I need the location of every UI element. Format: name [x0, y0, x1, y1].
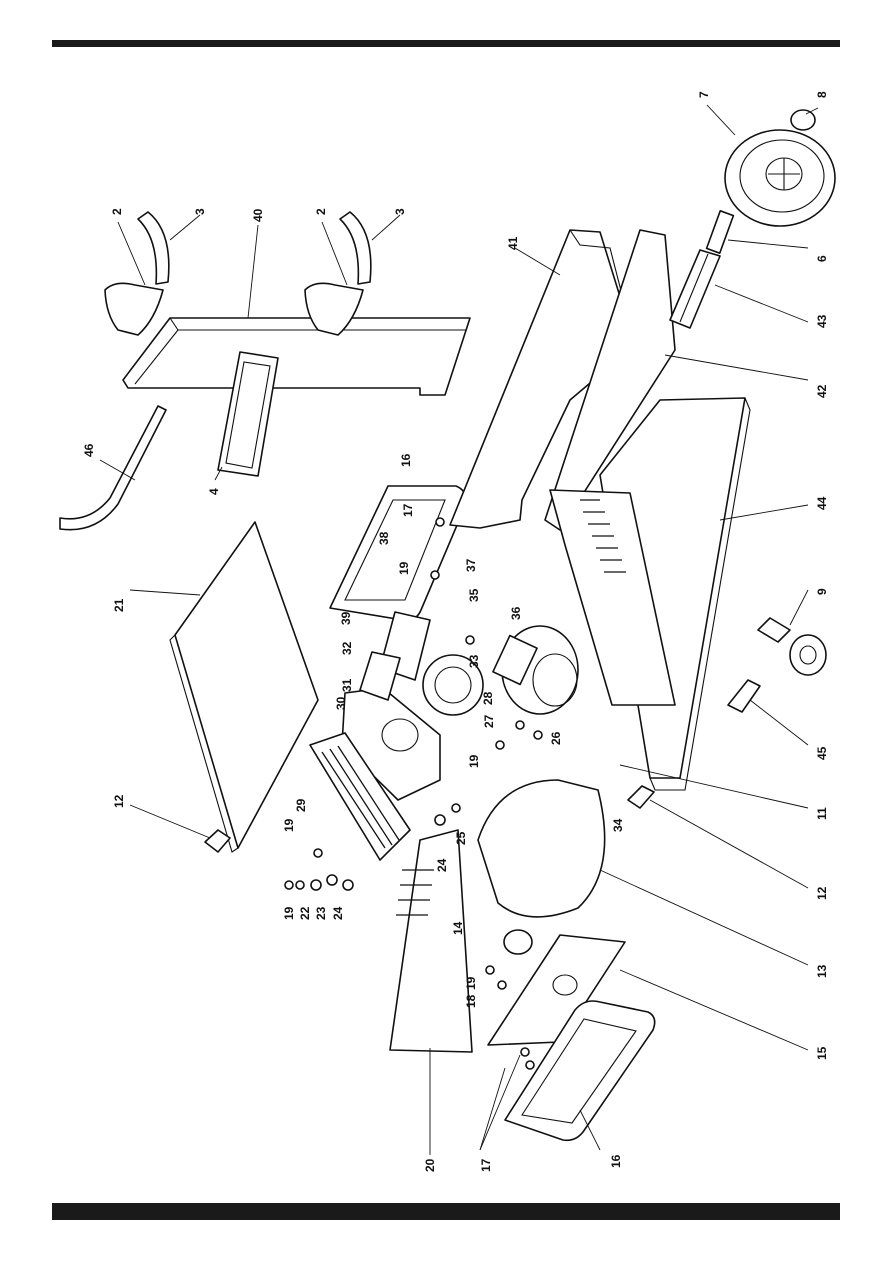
callout-label: 24 [331, 906, 345, 920]
callout-label: 33 [467, 654, 481, 668]
callout-label: 3 [393, 208, 407, 215]
callout-label: 38 [377, 531, 391, 545]
wheel-part [724, 129, 836, 227]
motor-part [492, 625, 579, 715]
callout-label: 25 [454, 831, 468, 845]
front-housing-part [389, 829, 473, 1053]
control-board-part [359, 611, 431, 701]
hose-part [137, 211, 372, 285]
side-panel-part [329, 485, 468, 622]
filter-frame-part [217, 351, 279, 477]
callout-label: 24 [435, 858, 449, 872]
axle-bar-part [669, 249, 721, 329]
handle-rail-part [122, 317, 471, 396]
callout-label: 13 [815, 964, 829, 978]
callout-label: 31 [340, 678, 354, 692]
callout-label: 30 [334, 696, 348, 710]
callout-label: 36 [509, 606, 523, 620]
callout-label: 44 [815, 496, 829, 510]
callout-label: 17 [401, 503, 415, 517]
callout-label: 19 [467, 754, 481, 768]
hose-clamp-part [104, 282, 364, 336]
callout-label: 21 [112, 598, 126, 612]
callout-label: 34 [611, 818, 625, 832]
callout-label: 28 [481, 691, 495, 705]
callout-label: 12 [815, 886, 829, 900]
header-bar [52, 40, 840, 47]
louvered-panel-part [549, 489, 676, 706]
callout-label: 27 [482, 714, 496, 728]
foot-part [204, 829, 231, 853]
callout-label: 19 [397, 561, 411, 575]
callout-label: 22 [298, 906, 312, 920]
wheel-cap-part [790, 109, 816, 131]
callout-label: 16 [609, 1154, 623, 1168]
callout-label: 42 [815, 384, 829, 398]
callout-label: 20 [423, 1158, 437, 1172]
callout-label: 32 [340, 641, 354, 655]
fitting-part [284, 517, 543, 1070]
callout-label: 19 [282, 818, 296, 832]
handle-bar-part [59, 405, 167, 531]
callout-label: 41 [506, 236, 520, 250]
footer-bar [52, 1203, 840, 1220]
callout-label: 23 [314, 906, 328, 920]
top-cover-part [169, 521, 319, 853]
callout-label: 6 [815, 255, 829, 262]
callout-label: 19 [464, 976, 478, 990]
callout-label: 39 [339, 611, 353, 625]
callout-label: 4 [207, 488, 221, 495]
callout-label: 11 [815, 807, 829, 820]
callout-label: 12 [112, 794, 126, 808]
callout-label: 19 [282, 906, 296, 920]
callout-label: 29 [294, 798, 308, 812]
callout-label: 17 [479, 1158, 493, 1172]
callout-label: 9 [815, 588, 829, 595]
callout-label: 18 [464, 994, 478, 1008]
bracket-part [727, 679, 761, 713]
tank-part [477, 779, 606, 918]
foot-part [627, 785, 655, 809]
callout-label: 45 [815, 746, 829, 760]
callout-labels: 2 3 40 2 3 7 8 6 41 43 42 46 4 21 16 17 … [82, 91, 829, 1172]
callout-label: 7 [697, 91, 711, 98]
tank-cap-part [503, 929, 533, 955]
callout-label: 26 [549, 731, 563, 745]
callout-label: 40 [251, 208, 265, 222]
base-tray-part [544, 229, 676, 531]
callout-label: 43 [815, 314, 829, 328]
callout-label: 15 [815, 1046, 829, 1060]
end-panel-part [487, 934, 626, 1046]
fan-part [422, 654, 484, 716]
side-panel-part [504, 1000, 656, 1142]
callout-label: 2 [110, 208, 124, 215]
callout-label: 35 [467, 588, 481, 602]
radiator-part [309, 732, 411, 861]
callout-label: 37 [464, 558, 478, 572]
callout-label: 2 [314, 208, 328, 215]
axle-part [705, 210, 735, 254]
castor-wheel-part [757, 617, 827, 676]
callout-label: 14 [451, 921, 465, 935]
callout-label: 8 [815, 91, 829, 98]
leader-lines [99, 104, 819, 1155]
callout-label: 46 [82, 443, 96, 457]
callout-label: 3 [193, 208, 207, 215]
callout-label: 16 [399, 453, 413, 467]
